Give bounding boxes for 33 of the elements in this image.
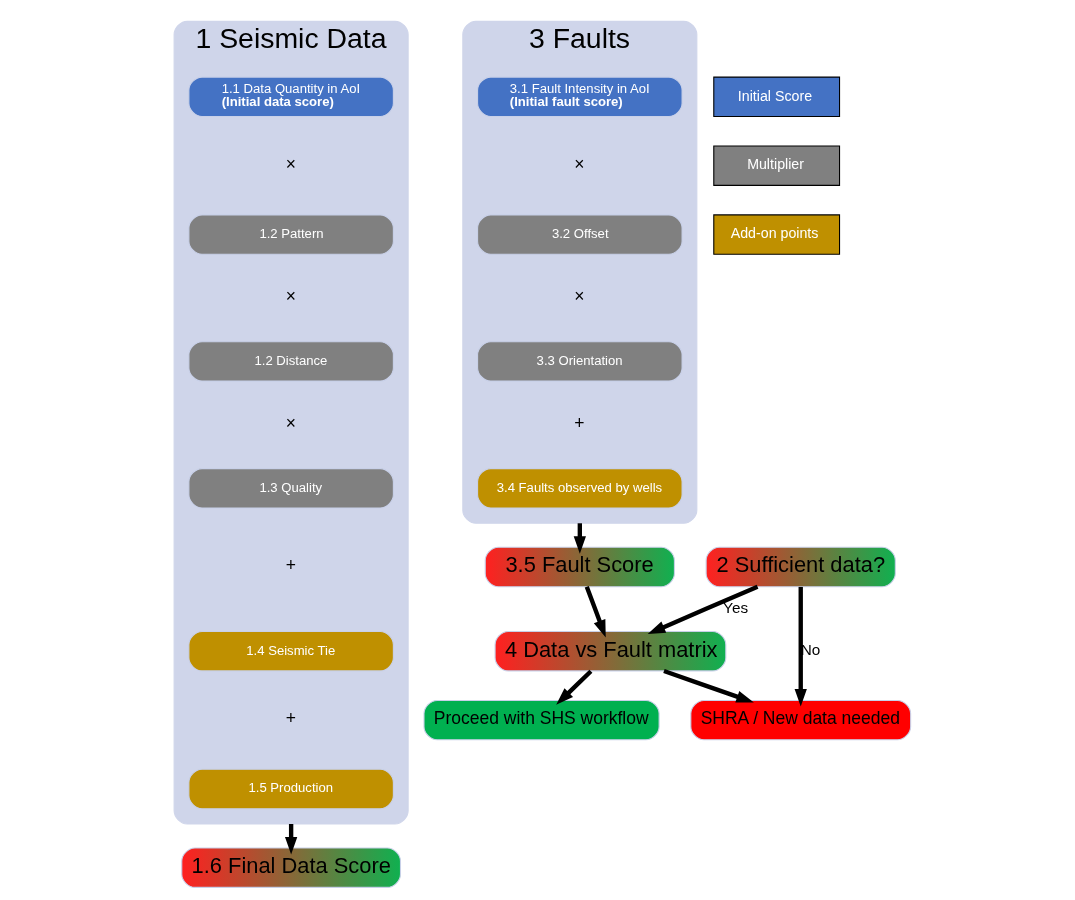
node-box: 2 Sufficient data? (705, 546, 896, 588)
arrow (647, 584, 758, 635)
node-box: 3.2 Offset (476, 214, 683, 255)
node-box: 3.5 Fault Score (484, 546, 675, 588)
arrow (555, 669, 592, 705)
node-box: 3.1 Fault Intensity in AoI (Initial fault score) (476, 76, 683, 117)
node-box: 1.3 Quality (187, 468, 394, 509)
label: × (573, 286, 585, 307)
label: × (285, 286, 296, 307)
node-box: 1.2 Pattern (187, 214, 394, 255)
node-box: 1.5 Production (187, 768, 394, 810)
node-box: 1.2 Distance (187, 341, 394, 382)
arrow (662, 669, 754, 703)
legend-label: Initial Score (737, 87, 812, 104)
node-box: SHRA / New data needed (689, 699, 911, 741)
node-box: 3.3 Orientation (476, 341, 683, 382)
arrow (794, 586, 807, 707)
edge-label: Yes (722, 599, 748, 617)
label: × (285, 153, 296, 174)
label: × (285, 413, 296, 433)
label: + (573, 413, 585, 433)
legend-label: Add-on points (730, 225, 818, 242)
legend-label: Multiplier (746, 156, 804, 173)
node-box: 1.6 Final Data Score (180, 847, 401, 888)
label: + (285, 708, 296, 729)
node-box: 4 Data vs Fault matrix (494, 631, 726, 672)
node-box: 1.1 Data Quantity in AoI (Initial data score) (187, 76, 394, 117)
node-box: 3.4 Faults observed by wells (476, 468, 683, 509)
node-box: 1.4 Seismic Tie (187, 631, 394, 672)
arrow (584, 585, 606, 638)
label: × (573, 153, 585, 174)
label: + (285, 555, 296, 576)
node-box: Proceed with SHS workflow (422, 699, 660, 741)
